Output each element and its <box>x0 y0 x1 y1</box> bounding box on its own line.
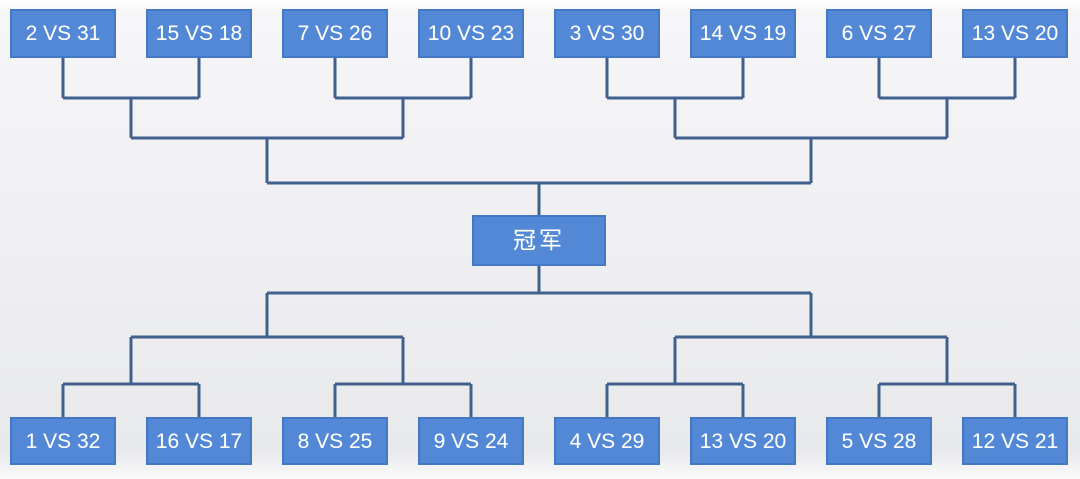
match-label: 9 VS 24 <box>433 429 509 453</box>
match-box: 8 VS 25 <box>282 417 388 465</box>
match-box: 1 VS 32 <box>10 417 116 465</box>
match-box: 4 VS 29 <box>554 417 660 465</box>
match-box: 15 VS 18 <box>146 9 252 58</box>
match-box: 16 VS 17 <box>146 417 252 465</box>
match-label: 16 VS 17 <box>155 429 243 453</box>
match-label: 6 VS 27 <box>841 22 917 45</box>
match-box: 10 VS 23 <box>418 9 524 58</box>
match-label: 3 VS 30 <box>569 22 645 45</box>
match-box: 9 VS 24 <box>418 417 524 465</box>
match-label: 4 VS 29 <box>569 429 645 453</box>
match-label: 2 VS 31 <box>25 22 101 45</box>
match-label: 7 VS 26 <box>297 22 373 45</box>
match-label: 12 VS 21 <box>971 429 1059 453</box>
match-box: 13 VS 20 <box>962 9 1068 58</box>
match-box: 7 VS 26 <box>282 9 388 58</box>
match-label: 8 VS 25 <box>297 429 373 453</box>
match-box: 13 VS 20 <box>690 417 796 465</box>
match-box: 12 VS 21 <box>962 417 1068 465</box>
match-label: 10 VS 23 <box>427 22 515 45</box>
champion-box: 冠军 <box>472 215 606 266</box>
match-box: 14 VS 19 <box>690 9 796 58</box>
match-label: 1 VS 32 <box>25 429 101 453</box>
match-box: 2 VS 31 <box>10 9 116 58</box>
match-box: 5 VS 28 <box>826 417 932 465</box>
match-label: 13 VS 20 <box>971 22 1059 45</box>
match-label: 5 VS 28 <box>841 429 917 453</box>
champion-label: 冠军 <box>513 227 565 253</box>
match-label: 14 VS 19 <box>699 22 787 45</box>
match-label: 15 VS 18 <box>155 22 243 45</box>
match-label: 13 VS 20 <box>699 429 787 453</box>
match-box: 6 VS 27 <box>826 9 932 58</box>
match-box: 3 VS 30 <box>554 9 660 58</box>
connector-lines <box>61 58 1017 417</box>
